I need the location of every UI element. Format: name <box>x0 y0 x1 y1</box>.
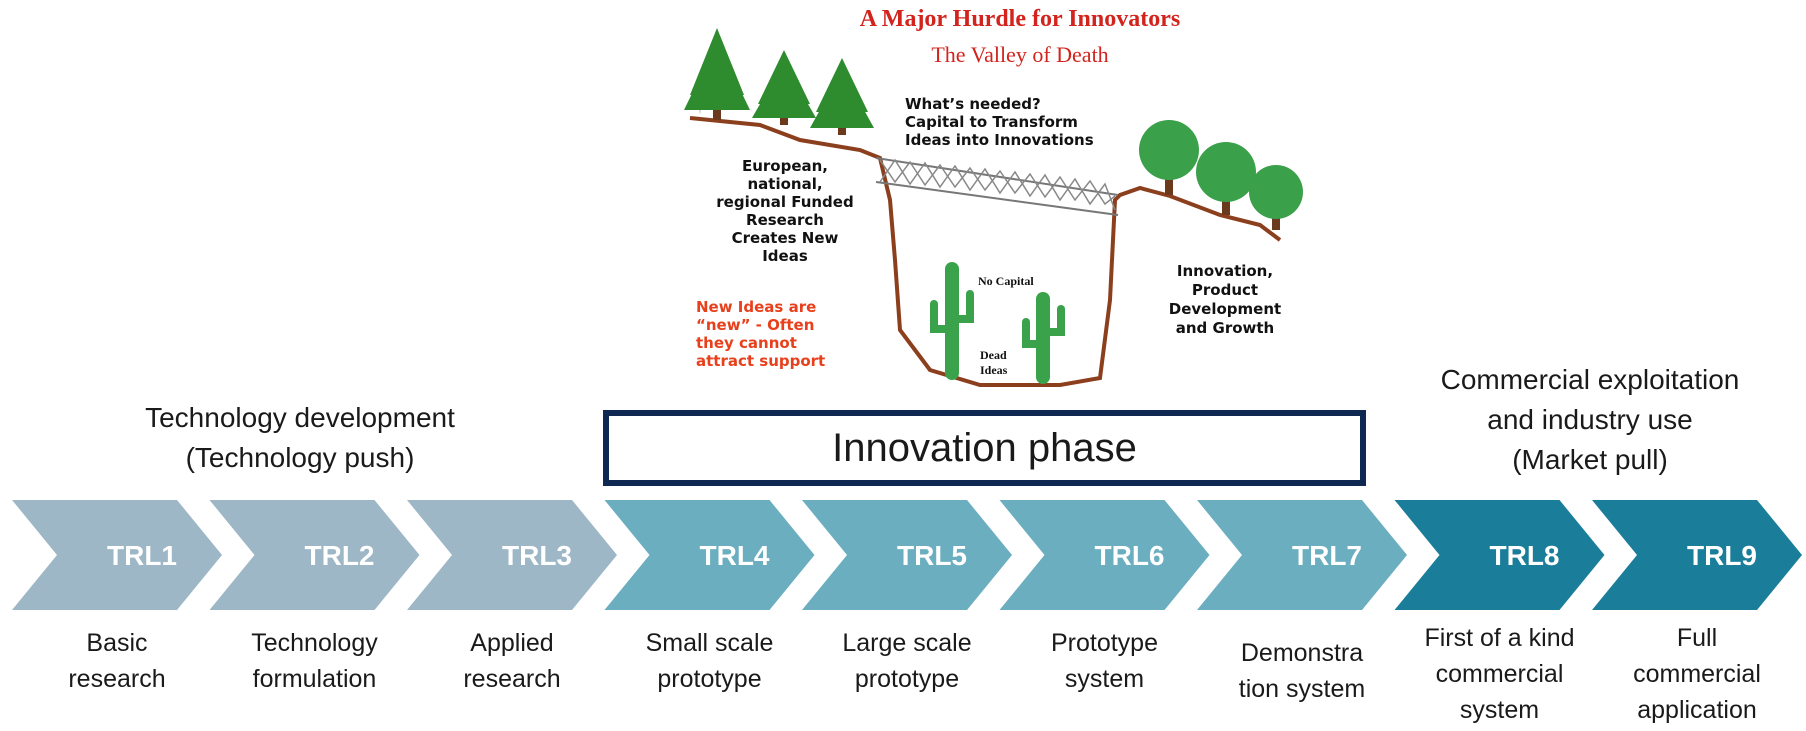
text-line: Ideas <box>980 363 1008 377</box>
trl-description-1: Basic research <box>17 625 217 697</box>
no-capital-label: No Capital <box>978 274 1034 288</box>
text-line: Capital to Transform <box>905 113 1078 131</box>
text-line: tion system <box>1238 675 1366 703</box>
trl-description-6: Prototype system <box>1005 625 1205 697</box>
trl-label-6: TRL6 <box>1094 540 1165 571</box>
text-line: attract support <box>696 352 826 370</box>
trl-label-8: TRL8 <box>1489 540 1560 571</box>
trl-label-1: TRL1 <box>107 540 177 571</box>
trl-description-7: Demonstra tion system <box>1202 635 1402 707</box>
trl-label-9: TRL9 <box>1687 540 1757 571</box>
trl-label-2: TRL2 <box>304 540 375 571</box>
text-line: regional Funded <box>716 193 854 211</box>
valley-of-death-illustration <box>684 28 1303 387</box>
trl-chevron-8 <box>1394 500 1605 610</box>
trl-chevron-row <box>12 500 1802 610</box>
cactus-icon <box>1022 292 1065 384</box>
valley-title: A Major Hurdle for Innovators <box>859 6 1181 32</box>
text-line: Technology development <box>145 402 455 433</box>
text-line: Development <box>1168 300 1282 318</box>
text-line: they cannot <box>696 334 797 352</box>
text-line: New Ideas are <box>696 298 817 316</box>
text-line: Innovation, <box>1176 262 1274 280</box>
trl-chevron-1 <box>12 500 222 610</box>
trl-description-4: Small scale prototype <box>610 625 810 697</box>
text-line: What’s needed? <box>905 95 1041 113</box>
cactus-icon <box>930 262 974 380</box>
trl-chevron-4 <box>604 500 815 610</box>
trl-description-2: Technology formulation <box>215 625 415 697</box>
innovation-phase-box: Innovation phase <box>603 410 1366 486</box>
text-line: Full <box>1676 624 1718 652</box>
text-line: Large scale <box>842 629 972 657</box>
text-line: Product <box>1191 281 1259 299</box>
text-line: prototype <box>854 665 960 693</box>
text-line: “new” - Often <box>696 316 815 334</box>
tree-icon <box>1196 142 1256 215</box>
commercial-exploitation-label: Commercial exploitation and industry use… <box>1385 360 1795 480</box>
text-line: (Market pull) <box>1512 444 1668 475</box>
text-line: application <box>1637 696 1757 724</box>
innovation-growth-text: Innovation, Product Development and Grow… <box>1150 262 1300 338</box>
funded-research-text: European, national, regional Funded Rese… <box>700 157 870 265</box>
bridge-icon <box>875 157 1119 216</box>
text-line: European, <box>741 157 829 175</box>
text-line: prototype <box>657 665 762 693</box>
text-line: and industry use <box>1487 404 1693 435</box>
text-line: (Technology push) <box>185 442 415 473</box>
text-line: First of a kind <box>1424 624 1575 652</box>
text-line: research <box>68 665 166 693</box>
text-line: Basic <box>86 629 148 657</box>
text-line: Ideas into Innovations <box>905 131 1094 149</box>
tree-icon <box>752 50 816 125</box>
trl-description-9: Full commercial application <box>1597 620 1797 728</box>
text-line: commercial <box>1435 660 1564 688</box>
trl-label-3: TRL3 <box>502 540 572 571</box>
text-line: research <box>463 665 561 693</box>
trl-label-5: TRL5 <box>897 540 967 571</box>
trl-chevron-5 <box>802 500 1012 610</box>
technology-development-label: Technology development (Technology push) <box>60 398 540 478</box>
trl-chevron-2 <box>209 500 420 610</box>
text-line: Commercial exploitation <box>1440 364 1740 395</box>
text-line: Prototype <box>1050 629 1158 657</box>
text-line: Small scale <box>645 629 774 657</box>
text-line: Demonstra <box>1240 639 1364 667</box>
trl-description-8: First of a kind commercial system <box>1400 620 1600 728</box>
text-line: system <box>1459 696 1540 724</box>
valley-subtitle: The Valley of Death <box>931 42 1109 67</box>
text-line: Creates New <box>731 229 839 247</box>
text-line: national, <box>747 175 823 193</box>
trl-label-4: TRL4 <box>699 540 770 571</box>
text-line: and Growth <box>1175 319 1275 337</box>
dead-ideas-label: Dead Ideas <box>980 348 1007 378</box>
tree-icon <box>684 28 750 120</box>
trl-label-7: TRL7 <box>1292 540 1362 571</box>
tree-icon <box>1249 165 1303 230</box>
tree-icon <box>1139 120 1199 195</box>
tree-icon <box>810 58 874 135</box>
whats-needed-text: What’s needed? Capital to Transform Idea… <box>905 95 1145 149</box>
text-line: Research <box>746 211 824 229</box>
trl-chevron-3 <box>407 500 617 610</box>
innovation-phase-label: Innovation phase <box>832 425 1137 470</box>
trl-chevron-6 <box>999 500 1210 610</box>
trl-description-3: Applied research <box>412 625 612 697</box>
trl-chevron-9 <box>1592 500 1802 610</box>
text-line: Dead <box>980 348 1007 362</box>
new-ideas-text: New Ideas are “new” - Often they cannot … <box>696 298 856 370</box>
text-line: Ideas <box>762 247 808 265</box>
text-line: system <box>1064 665 1145 693</box>
text-line: Applied <box>470 629 554 657</box>
trl-chevron-7 <box>1197 500 1407 610</box>
text-line: formulation <box>252 665 377 693</box>
text-line: Technology <box>251 629 378 657</box>
text-line: commercial <box>1633 660 1761 688</box>
trl-description-5: Large scale prototype <box>807 625 1007 697</box>
